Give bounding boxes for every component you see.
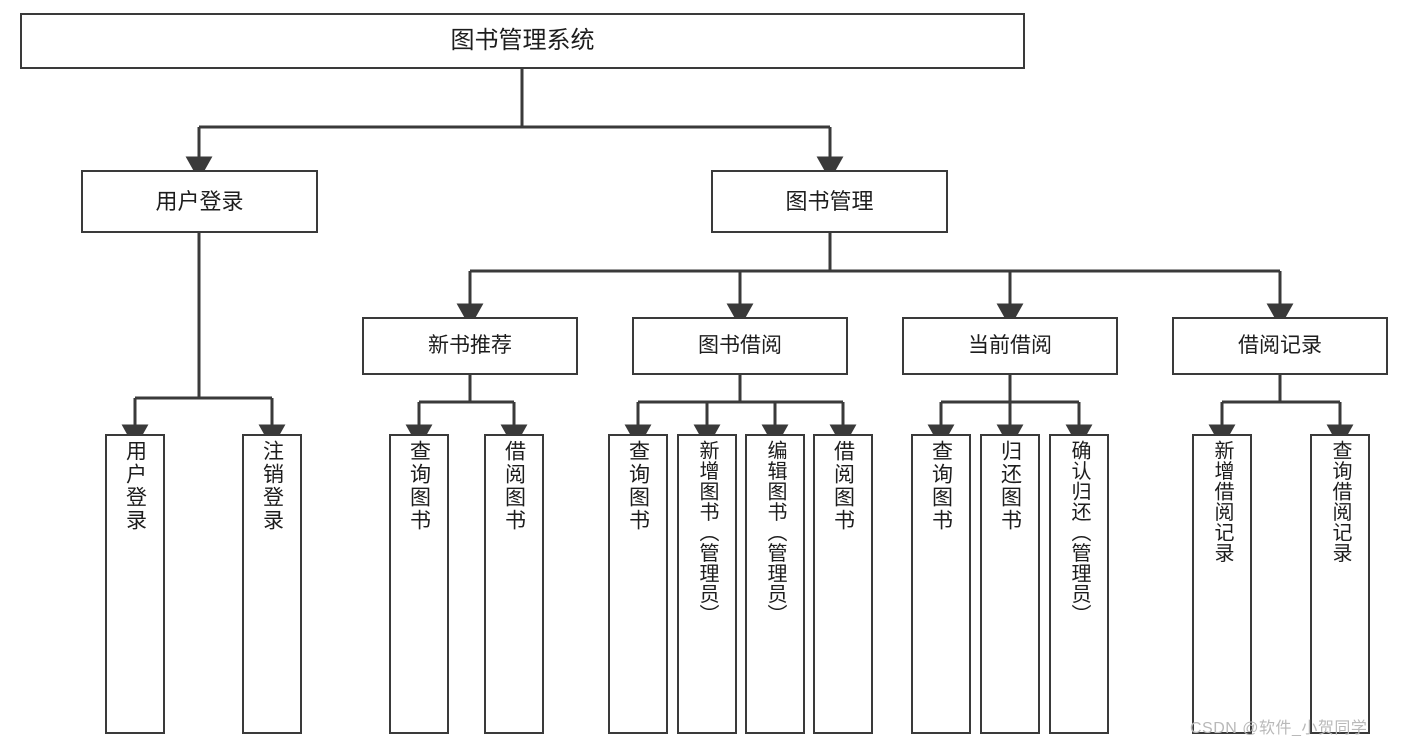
- node-label: 归还图书: [998, 440, 1022, 532]
- watermark-text: CSDN @软件_小贺同学: [1190, 720, 1368, 737]
- node-label: 图书管理: [785, 188, 874, 214]
- leaf-query-borrow-record[interactable]: 查询借阅记录: [1310, 434, 1370, 734]
- node-label: 注销登录: [260, 440, 284, 532]
- node-label: 新书推荐: [428, 333, 512, 357]
- node-label: 新增图书（管理员）: [696, 440, 718, 625]
- node-label: 查询图书: [626, 440, 650, 532]
- node-borrow-records[interactable]: 借阅记录: [1172, 317, 1388, 375]
- node-label: 确认归还（管理员）: [1068, 440, 1090, 625]
- node-label: 查询借阅记录: [1329, 440, 1351, 563]
- leaf-add-book-admin[interactable]: 新增图书（管理员）: [677, 434, 737, 734]
- leaf-user-login[interactable]: 用户登录: [105, 434, 165, 734]
- node-user-login[interactable]: 用户登录: [81, 170, 318, 233]
- leaf-return-book[interactable]: 归还图书: [980, 434, 1040, 734]
- leaf-logout[interactable]: 注销登录: [242, 434, 302, 734]
- leaf-borrow-book-newbook[interactable]: 借阅图书: [484, 434, 544, 734]
- node-new-book-recommendation[interactable]: 新书推荐: [362, 317, 578, 375]
- leaf-add-borrow-record[interactable]: 新增借阅记录: [1192, 434, 1252, 734]
- node-label: 图书管理系统: [450, 27, 595, 55]
- node-label: 查询图书: [929, 440, 953, 532]
- node-label: 图书借阅: [698, 333, 782, 357]
- node-root-book-management-system[interactable]: 图书管理系统: [20, 13, 1025, 69]
- node-label: 新增借阅记录: [1211, 440, 1233, 563]
- node-label: 用户登录: [123, 440, 147, 532]
- node-label: 用户登录: [155, 188, 244, 214]
- node-label: 查询图书: [407, 440, 431, 532]
- node-label: 借阅图书: [831, 440, 855, 532]
- leaf-query-book-borrow[interactable]: 查询图书: [608, 434, 668, 734]
- leaf-query-book-newbook[interactable]: 查询图书: [389, 434, 449, 734]
- node-book-management[interactable]: 图书管理: [711, 170, 948, 233]
- node-label: 编辑图书（管理员）: [764, 440, 786, 625]
- node-book-borrowing[interactable]: 图书借阅: [632, 317, 848, 375]
- leaf-confirm-return-admin[interactable]: 确认归还（管理员）: [1049, 434, 1109, 734]
- leaf-edit-book-admin[interactable]: 编辑图书（管理员）: [745, 434, 805, 734]
- node-label: 借阅图书: [502, 440, 526, 532]
- node-label: 当前借阅: [968, 333, 1052, 357]
- node-current-borrowing[interactable]: 当前借阅: [902, 317, 1118, 375]
- leaf-query-book-current[interactable]: 查询图书: [911, 434, 971, 734]
- leaf-borrow-book-borrow[interactable]: 借阅图书: [813, 434, 873, 734]
- node-label: 借阅记录: [1238, 333, 1322, 357]
